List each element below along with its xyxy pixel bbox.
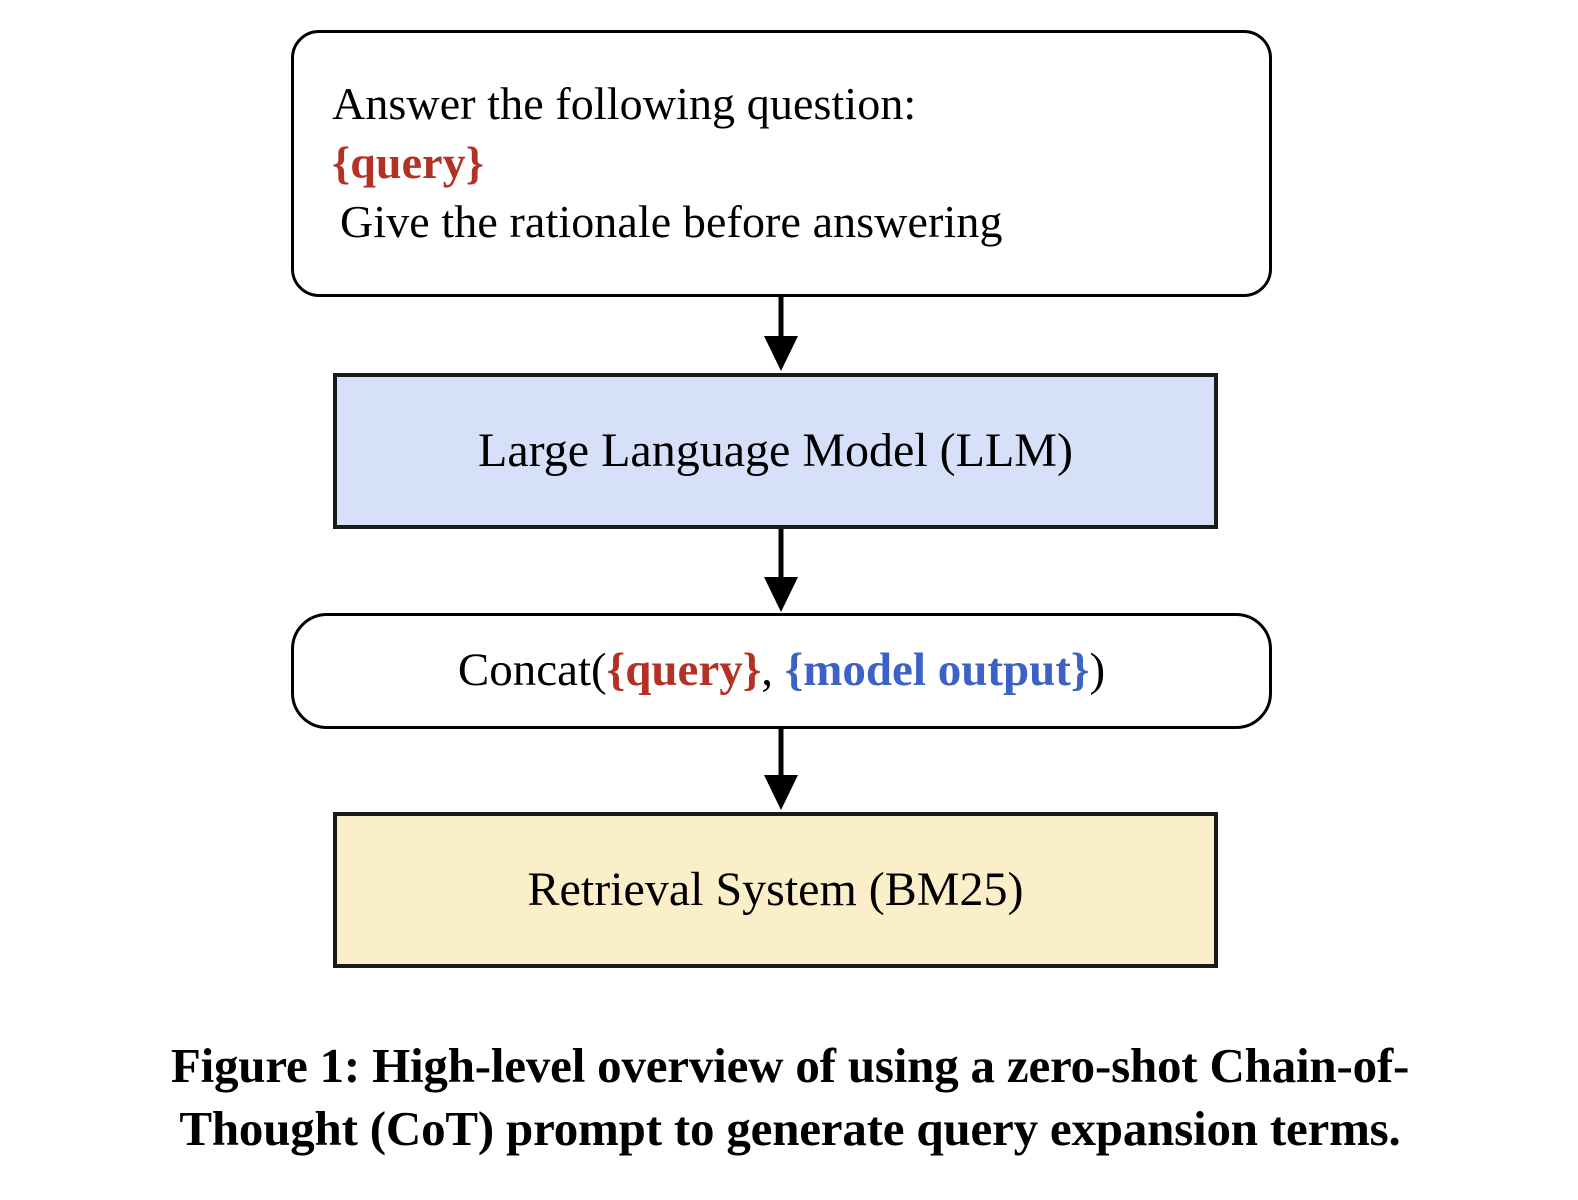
concat-prefix: Concat(	[457, 644, 607, 697]
retrieval-label: Retrieval System (BM25)	[527, 862, 1024, 916]
concat-suffix: )	[1089, 644, 1106, 697]
prompt-line-query-placeholder: {query}	[332, 137, 484, 189]
figure-caption: Figure 1: High-level overview of using a…	[30, 1035, 1550, 1160]
llm-label: Large Language Model (LLM)	[478, 423, 1073, 477]
concat-arg-query: {query}	[606, 644, 762, 697]
prompt-box: Answer the following question: {query} G…	[291, 30, 1272, 297]
prompt-text: Answer the following question: {query} G…	[294, 75, 1023, 252]
figure-caption-line-2: Thought (CoT) prompt to generate query e…	[179, 1100, 1401, 1156]
concat-label: Concat({query}, {model output})	[457, 644, 1106, 697]
llm-box: Large Language Model (LLM)	[333, 373, 1218, 529]
arrow-llm-to-concat	[764, 529, 798, 612]
arrow-concat-to-retrieval	[764, 729, 798, 810]
concat-box: Concat({query}, {model output})	[291, 613, 1272, 729]
concat-arg-model-output: {model output}	[784, 644, 1090, 697]
concat-separator: ,	[761, 644, 785, 697]
prompt-line-rationale: Give the rationale before answering	[340, 195, 1003, 247]
prompt-line-instruction: Answer the following question:	[332, 78, 917, 130]
retrieval-box: Retrieval System (BM25)	[333, 812, 1218, 968]
arrow-prompt-to-llm	[764, 297, 798, 371]
figure-caption-line-1: Figure 1: High-level overview of using a…	[170, 1038, 1410, 1093]
